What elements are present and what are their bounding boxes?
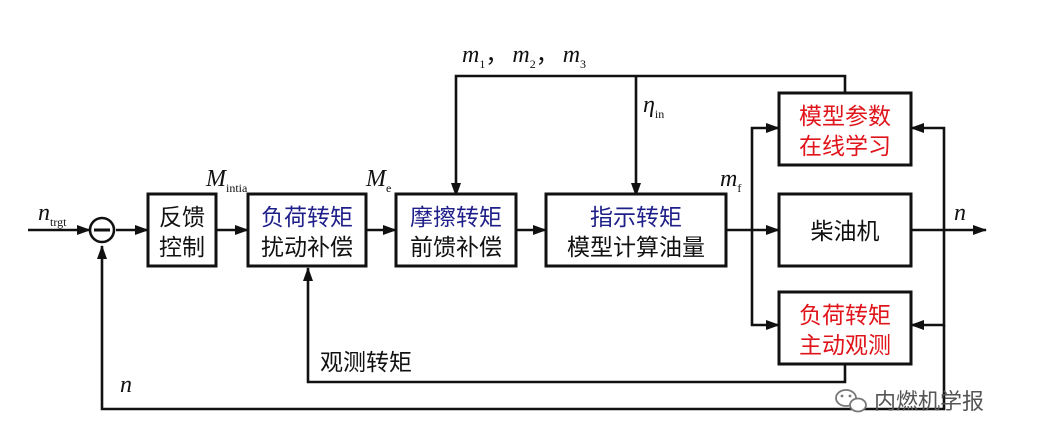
friction-torque-comp-line1: 摩擦转矩 xyxy=(410,205,502,231)
load-torque-comp-line2: 扰动补偿 xyxy=(261,235,353,261)
arrow-mf-to-learning xyxy=(750,123,780,230)
arrow-params-to-friction xyxy=(451,74,847,197)
load-torque-comp-line1: 负荷转矩 xyxy=(261,205,353,231)
block-friction-torque-compensation: 摩擦转矩 前馈补偿 xyxy=(394,192,518,268)
feedback-control-line2: 控制 xyxy=(159,235,205,261)
model-param-line1: 模型参数 xyxy=(799,104,891,130)
block-indicated-torque-model: 指示转矩 模型计算油量 xyxy=(544,192,728,268)
indicated-torque-line2: 模型计算油量 xyxy=(567,235,705,261)
label-m-f: mf xyxy=(720,166,741,195)
label-m-initia: Mintia xyxy=(205,166,248,195)
arrow-n-to-learning xyxy=(910,123,946,230)
feedback-control-line1: 反馈 xyxy=(159,205,205,231)
block-load-torque-compensation: 负荷转矩 扰动补偿 xyxy=(246,192,368,268)
label-m-e: Me xyxy=(365,166,391,195)
block-feedback-control: 反馈 控制 xyxy=(146,192,218,268)
block-diesel-engine: 柴油机 xyxy=(777,192,913,268)
label-n-output: n xyxy=(954,200,966,226)
wechat-icon xyxy=(835,389,867,413)
label-m-params: m1，m2，m3 xyxy=(462,42,586,71)
indicated-torque-line1: 指示转矩 xyxy=(590,205,682,231)
watermark: 内燃机学报 xyxy=(835,389,984,415)
diesel-engine-label: 柴油机 xyxy=(811,219,880,245)
arrow-n-to-observer xyxy=(910,230,946,330)
friction-torque-comp-line2: 前馈补偿 xyxy=(410,235,502,261)
label-n-feedback: n xyxy=(120,372,132,398)
label-eta-in: ηin xyxy=(643,92,664,121)
load-observer-line2: 主动观测 xyxy=(799,333,891,359)
model-param-line2: 在线学习 xyxy=(799,134,891,160)
load-observer-line1: 负荷转矩 xyxy=(799,303,891,329)
block-load-torque-observer: 负荷转矩 主动观测 xyxy=(777,290,913,366)
arrow-speed-feedback xyxy=(97,245,946,411)
watermark-text: 内燃机学报 xyxy=(874,390,984,415)
block-model-parameter-learning: 模型参数 在线学习 xyxy=(777,91,913,167)
arrow-observed-torque xyxy=(303,267,847,384)
label-observed-torque: 观测转矩 xyxy=(320,350,412,376)
arrow-mf-to-observer xyxy=(750,230,780,330)
summing-junction xyxy=(88,216,116,244)
label-n-target: ntrgt xyxy=(38,200,67,229)
